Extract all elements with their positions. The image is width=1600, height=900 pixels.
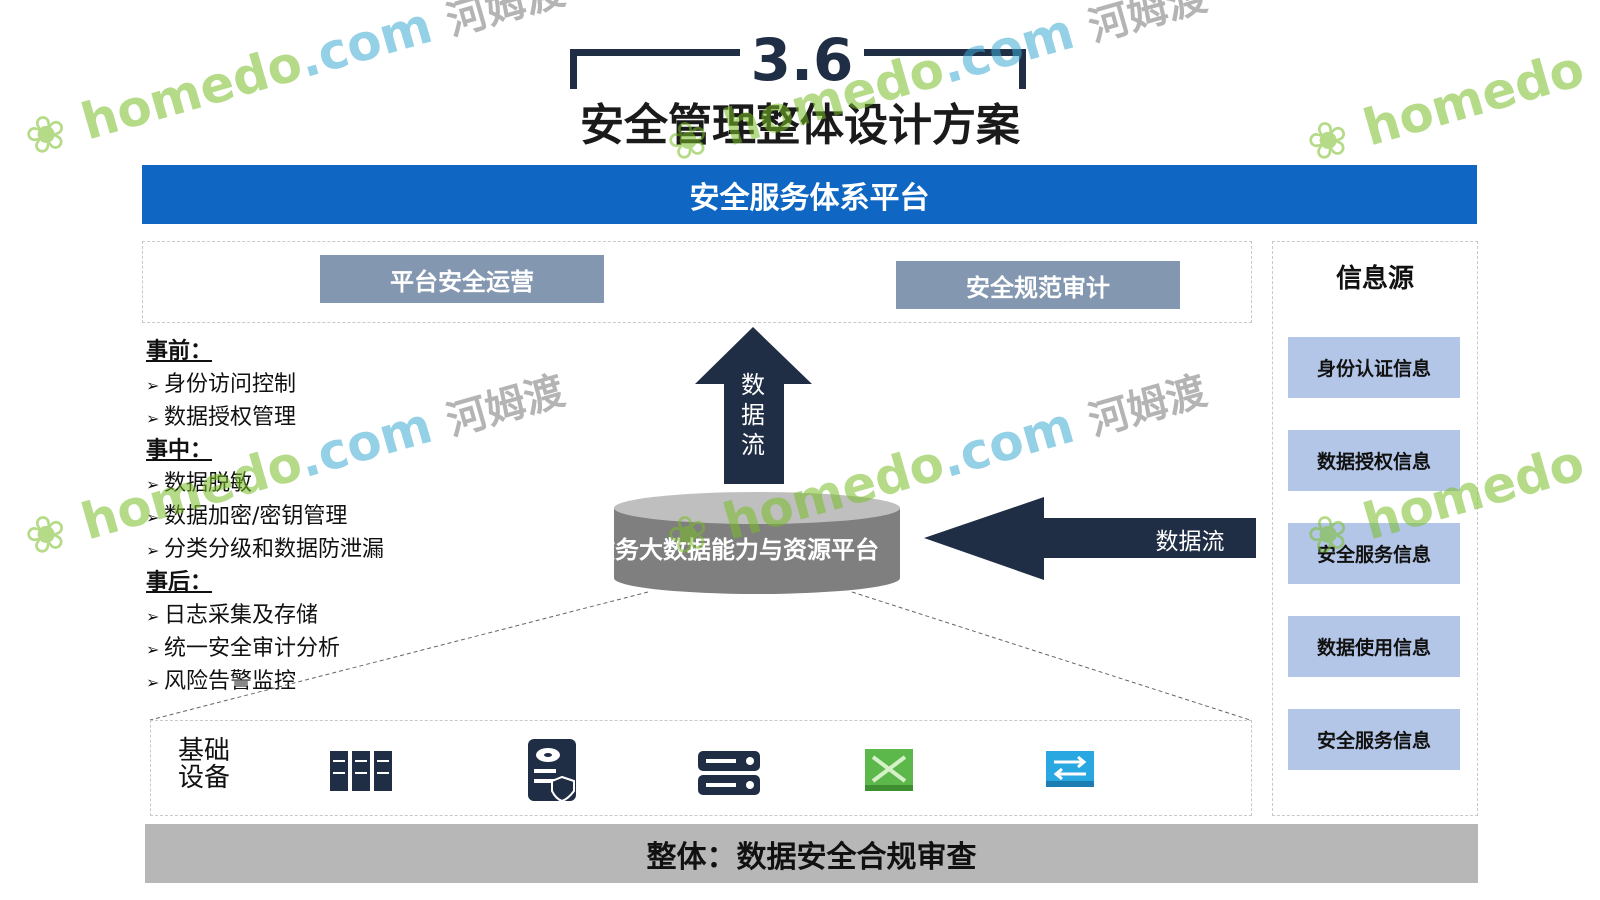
section-number: 3.6: [750, 26, 854, 94]
info-source-item[interactable]: 安全服务信息: [1288, 709, 1460, 770]
data-flow-horizontal-label: 数据流: [1155, 529, 1225, 555]
info-source-item[interactable]: 安全服务信息: [1288, 523, 1460, 584]
list-item: ➢分类分级和数据防泄漏: [146, 534, 446, 567]
green-switch-icon: [865, 749, 913, 791]
phase-heading: 事前：: [146, 339, 213, 364]
infrastructure-panel: [150, 720, 1252, 816]
info-source-title: 信息源: [1335, 264, 1414, 294]
up-arrow: [695, 327, 812, 484]
compliance-footer: 整体：数据安全合规审查: [145, 824, 1478, 883]
left-arrow: [924, 497, 1256, 580]
list-item: ➢日志采集及存储: [146, 600, 446, 633]
list-item: ➢身份访问控制: [146, 369, 446, 402]
arrow-bullet-icon: ➢: [146, 475, 160, 494]
infrastructure-label: 基础设备: [178, 736, 231, 793]
list-item: ➢数据授权管理: [146, 402, 446, 435]
secure-database-icon: [528, 739, 576, 803]
server-rack-icon: [330, 751, 392, 791]
list-item: ➢数据脱敏: [146, 468, 446, 501]
info-source-item[interactable]: 数据使用信息: [1288, 616, 1460, 677]
arrow-bullet-icon: ➢: [146, 409, 160, 428]
blue-router-icon: [1046, 751, 1094, 787]
info-source-panel: [1272, 241, 1478, 816]
arrow-bullet-icon: ➢: [146, 673, 160, 692]
network-appliance-icon: [698, 751, 760, 795]
arrow-bullet-icon: ➢: [146, 376, 160, 395]
phase-list: 事前： ➢身份访问控制 ➢数据授权管理 事中： ➢数据脱敏 ➢数据加密/密钥管理…: [146, 336, 446, 699]
title-number-backdrop: [740, 30, 864, 90]
phase-heading: 事后：: [146, 570, 213, 595]
cylinder-label: 政务大数据能力与资源平台: [600, 536, 879, 564]
list-item: ➢风险告警监控: [146, 666, 446, 699]
list-item: ➢数据加密/密钥管理: [146, 501, 446, 534]
platform-ops-button[interactable]: 平台安全运营: [320, 255, 604, 303]
page-title: 安全管理整体设计方案: [580, 100, 1020, 151]
perspective-line-right: [851, 591, 1251, 721]
cylinder: [614, 492, 900, 594]
info-source-item[interactable]: 身份认证信息: [1288, 337, 1460, 398]
device-icons: [330, 739, 1094, 803]
data-flow-vertical-label: 数据流: [741, 371, 765, 459]
arrow-bullet-icon: ➢: [146, 607, 160, 626]
info-source-item[interactable]: 数据授权信息: [1288, 430, 1460, 491]
list-item: ➢统一安全审计分析: [146, 633, 446, 666]
arrow-bullet-icon: ➢: [146, 541, 160, 560]
compliance-audit-button[interactable]: 安全规范审计: [896, 261, 1180, 309]
top-panel: [142, 241, 1252, 323]
arrow-bullet-icon: ➢: [146, 508, 160, 527]
perspective-line-left: [149, 591, 649, 721]
phase-heading: 事中：: [146, 438, 213, 463]
platform-banner: 安全服务体系平台: [142, 165, 1477, 224]
arrow-bullet-icon: ➢: [146, 640, 160, 659]
